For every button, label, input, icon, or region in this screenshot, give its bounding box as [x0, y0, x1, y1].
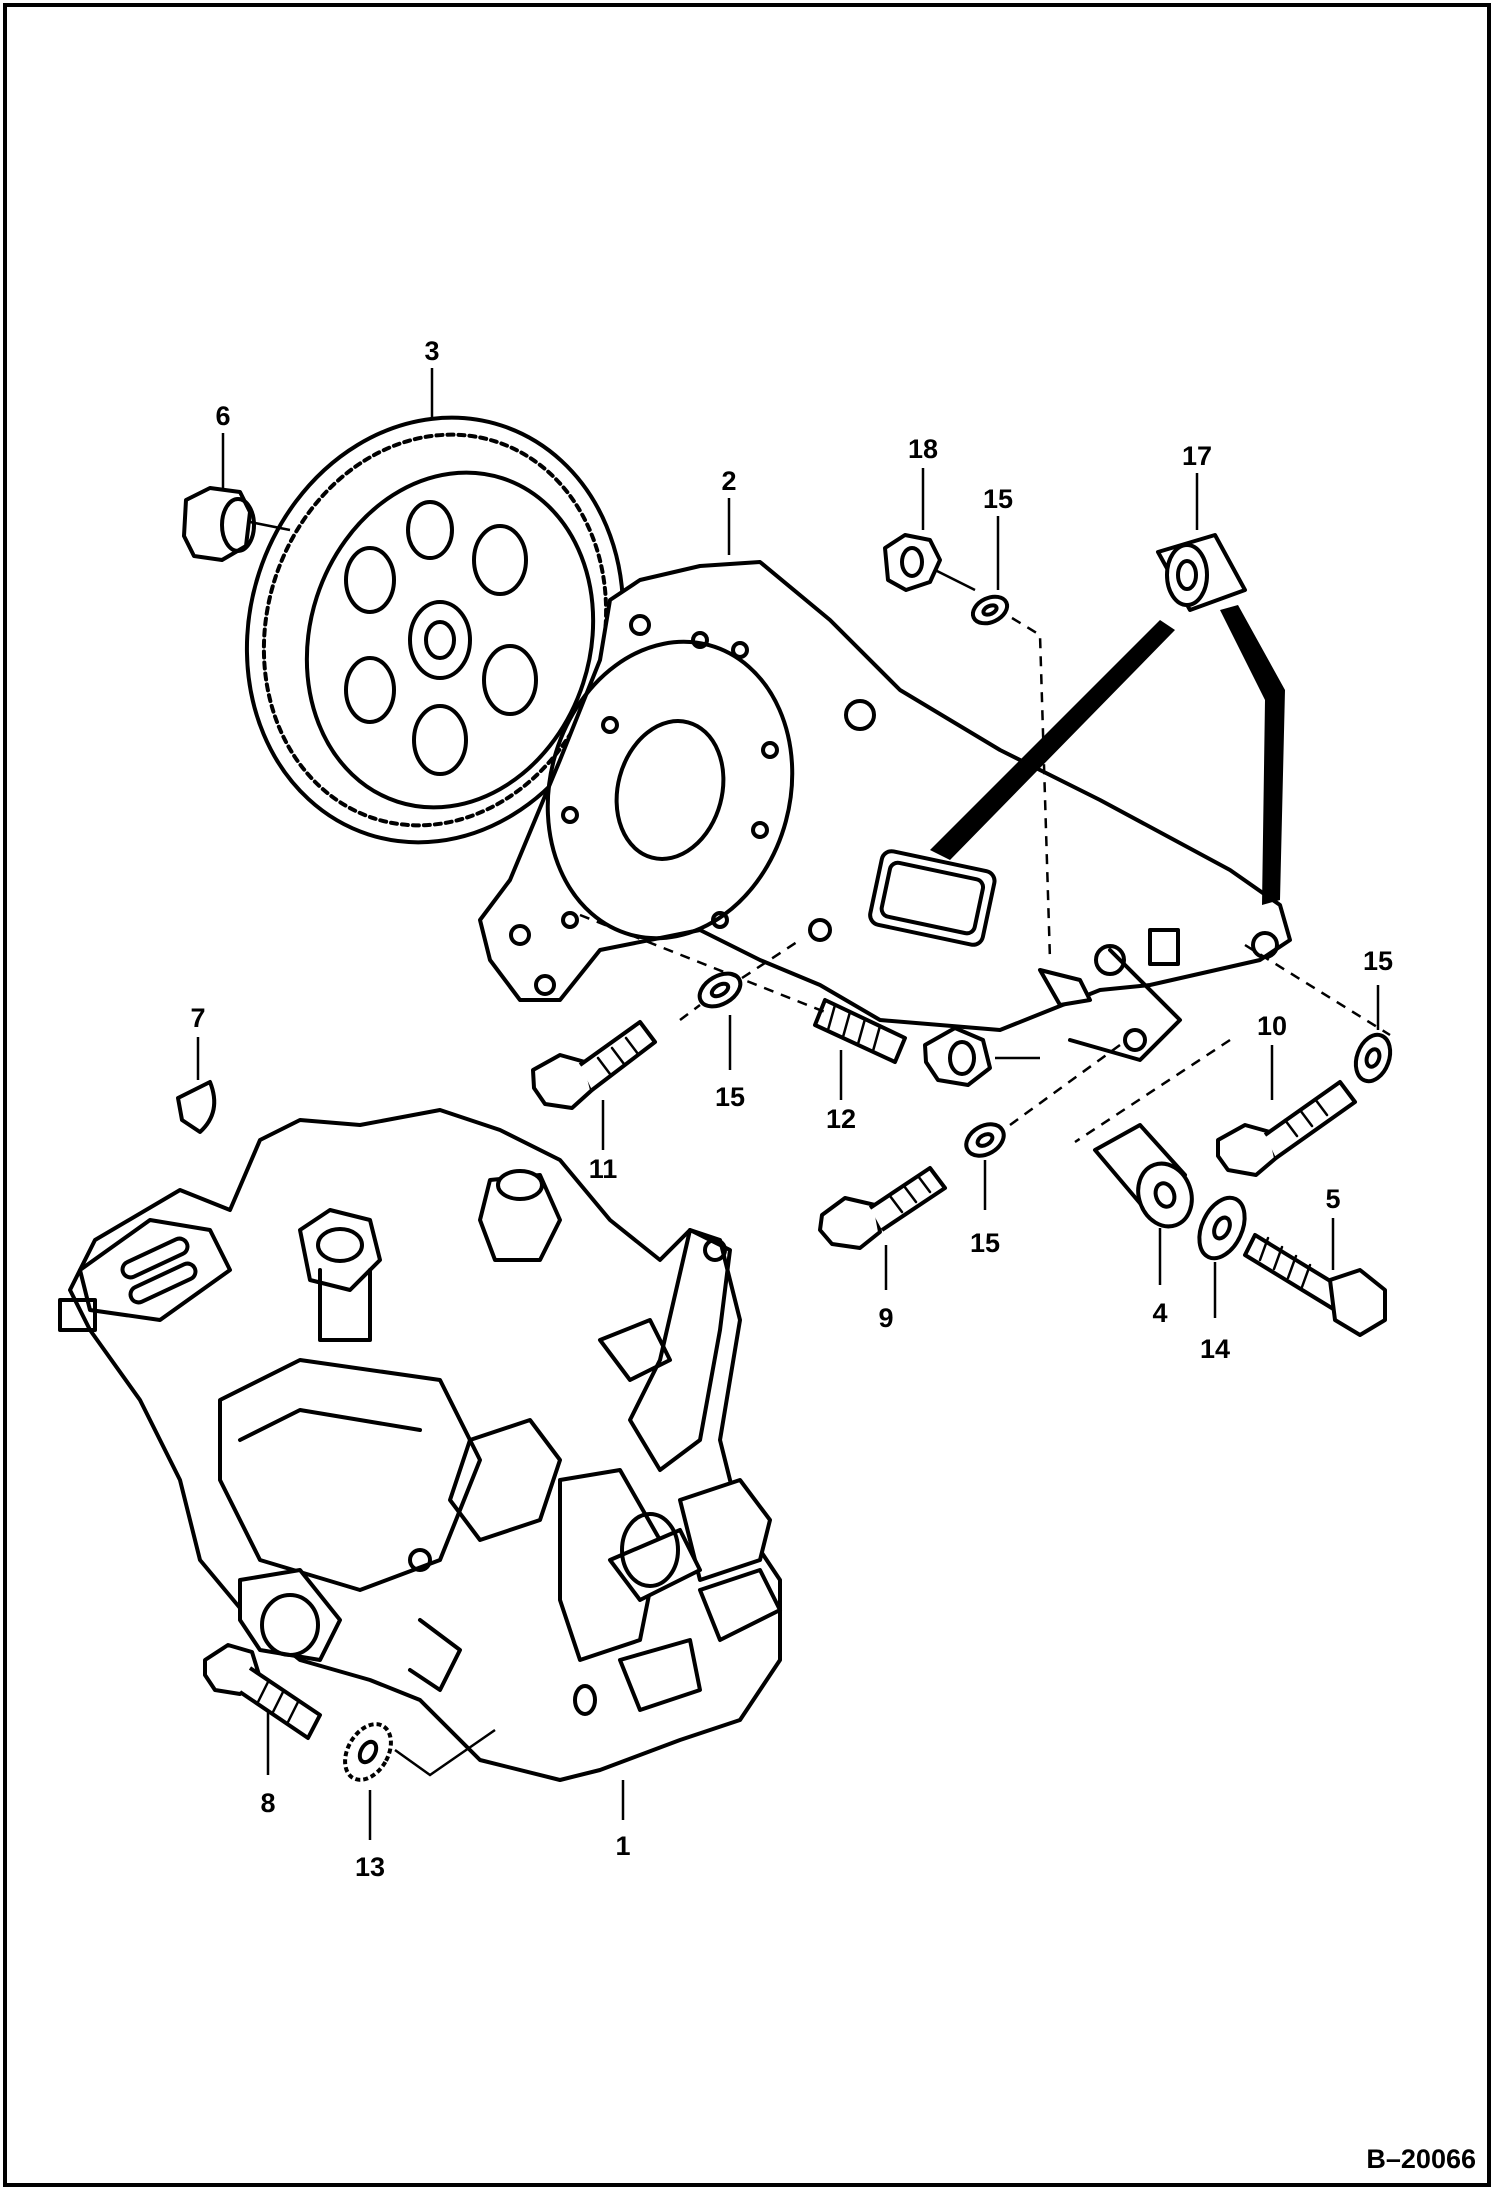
spacer-collar	[1093, 1123, 1194, 1229]
callout-17: 18	[908, 434, 938, 464]
callout-13: 13	[355, 1852, 385, 1882]
bolt	[203, 1643, 322, 1740]
callout-16: 17	[1182, 441, 1212, 471]
callout-15-right: 15	[1363, 946, 1393, 976]
callout-2: 2	[721, 466, 736, 496]
callout-11: 11	[589, 1154, 618, 1184]
callout-9: 9	[878, 1303, 893, 1333]
stud	[813, 998, 907, 1064]
bolt	[531, 1020, 657, 1110]
nut	[923, 1026, 992, 1087]
callout-15-left: 15	[715, 1082, 745, 1112]
callout-leaders	[196, 368, 1380, 1840]
flange-bolt	[818, 1166, 947, 1250]
callout-14: 14	[1200, 1334, 1230, 1364]
callout-8: 8	[260, 1788, 275, 1818]
callout-4: 4	[1152, 1298, 1167, 1328]
bolt	[1243, 1233, 1387, 1337]
callout-15-bottom: 15	[970, 1228, 1000, 1258]
callout-12: 12	[826, 1104, 856, 1134]
callout-7: 7	[190, 1003, 205, 1033]
bushing-leader-bands	[930, 605, 1285, 905]
nut	[883, 533, 976, 592]
gear-nut	[182, 486, 291, 562]
callout-10: 10	[1257, 1011, 1287, 1041]
bushing	[1156, 533, 1247, 612]
washer	[697, 971, 743, 1009]
injection-pump	[58, 1108, 782, 1782]
callout-6: 6	[215, 401, 230, 431]
washer	[970, 594, 1010, 626]
washer	[964, 1122, 1006, 1158]
lock-washer	[343, 1722, 393, 1782]
bolt	[1216, 1080, 1357, 1177]
woodruff-key	[176, 1080, 217, 1134]
callouts: 3 6 2 18 15 17 7 11 15 12 15 9 10 15 4 1…	[190, 336, 1393, 1882]
washer	[1353, 1032, 1393, 1084]
figure-code: B–20066	[1366, 2144, 1476, 2174]
pump-gear	[244, 415, 626, 845]
callout-1: 1	[615, 1831, 630, 1861]
callout-5: 5	[1325, 1184, 1340, 1214]
pump-bracket-plate	[478, 560, 1292, 1062]
callout-3: 3	[424, 336, 439, 366]
washer	[1197, 1195, 1247, 1261]
diagram-frame	[3, 3, 1491, 2187]
callout-15-top: 15	[983, 484, 1013, 514]
